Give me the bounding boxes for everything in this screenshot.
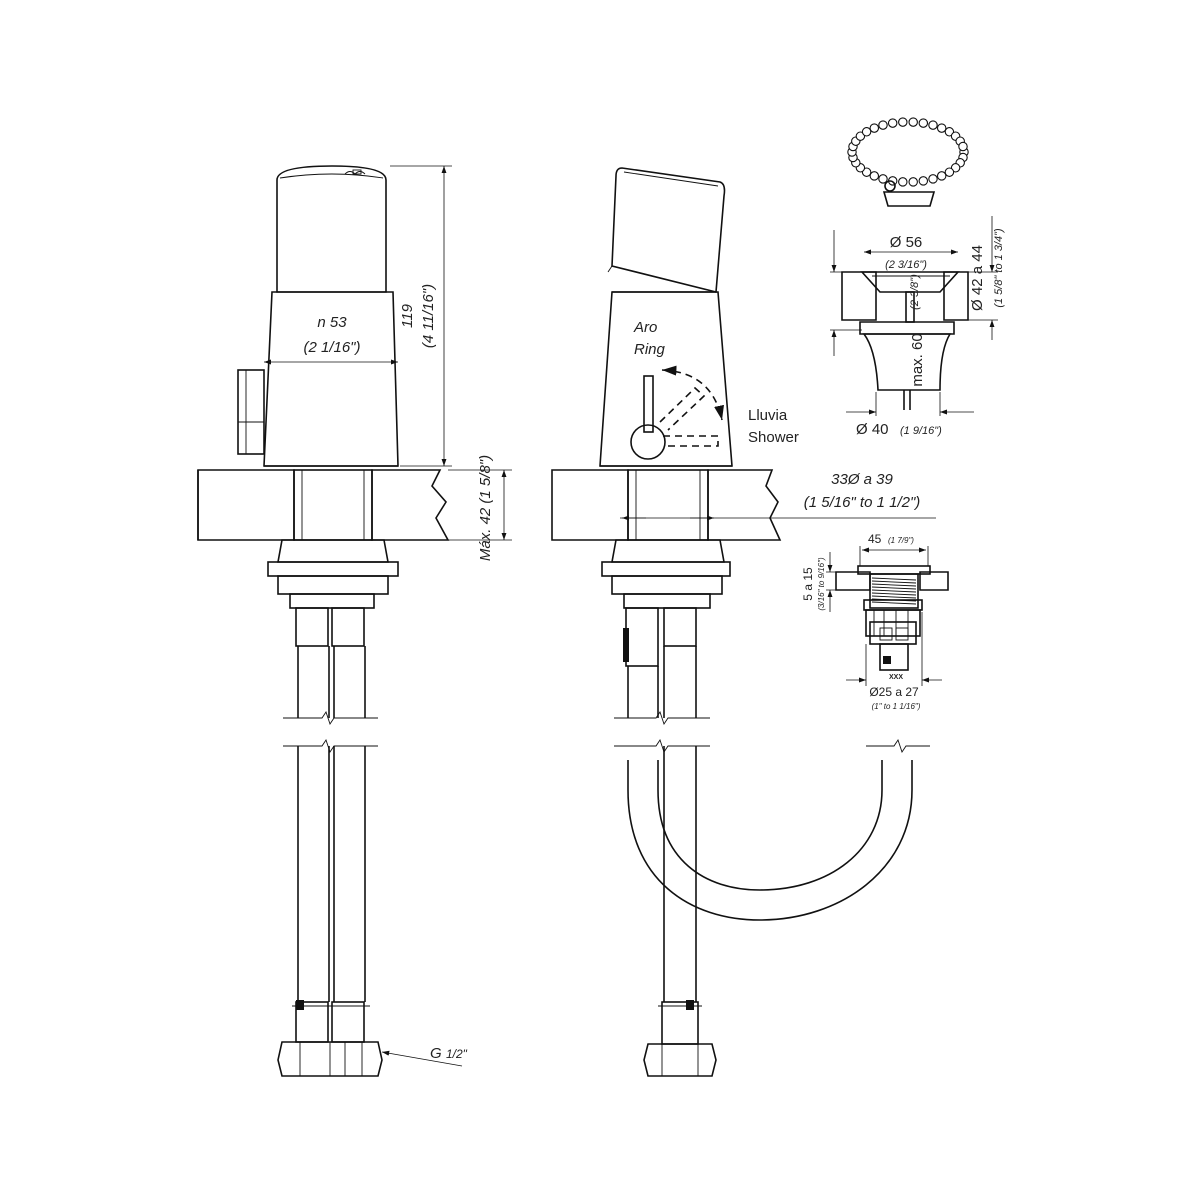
plug-max-depth-label: max. 60 [909,333,926,386]
front-connection-nuts [277,1041,383,1077]
popup-thickness-label-imperial: (3/16" to 9/16") [817,557,826,611]
front-max-thickness-label: Máx. 42 (1 5/8") [477,455,494,561]
chain-bead [958,141,968,152]
side-connection-nut [643,1043,717,1077]
side-view: Aro Ring Lluvia Shower 33Ø a 39 (1 5/16"… [551,167,936,1077]
plug-top-diameter-imperial: (2 3/16") [885,259,927,271]
chain-bead [869,171,880,181]
chain-bead [936,123,947,133]
front-height-label: 119 [399,303,416,328]
chain-bead [944,167,955,177]
chain-bead [928,120,938,130]
plug-stopper [882,191,936,207]
thread-line [871,580,917,584]
thread-line [871,592,917,596]
chain-bead [869,123,880,133]
front-cap [276,165,387,293]
side-shower-label-es: Lluvia [748,407,788,424]
thread-line [871,586,917,590]
chain-bead [878,174,888,184]
thread-line [871,589,917,593]
thread-line [871,577,917,581]
plug-bottom-diameter: Ø 40 [856,421,889,438]
chain-bead [898,117,908,127]
chain-bead [887,118,898,128]
side-head [611,167,726,294]
thread-line [871,583,917,587]
front-width-label: n 53 [317,314,347,331]
side-countertop [551,469,782,541]
side-body [599,291,733,467]
front-nut-assembly [267,539,399,609]
side-hole-label-imperial: (1 5/16" to 1 1/2") [804,494,921,511]
plug-chain [847,117,969,187]
front-lever [237,369,265,455]
front-shank [293,469,373,541]
thread-line [871,601,917,605]
chain-bead [908,117,918,127]
side-lever-positions [630,365,724,460]
pop-up-drain-detail: 45 (1 7/9") XXX 5 a 15 (3/16" to 9/16") [801,532,949,711]
popup-thickness-label: 5 a 15 [801,567,815,601]
chain-bead [918,118,929,128]
chain-bead [928,174,938,184]
front-width-label-imperial: (2 1/16") [303,339,360,356]
popup-hole-label-imperial: (1" to 1 1/16") [872,702,921,711]
front-view: n 53 (2 1/16") 119 (4 11/16") Máx. 42 (1… [197,165,512,1077]
popup-width-label-imperial: (1 7/9") [888,536,914,545]
front-height-label-imperial: (4 11/16") [420,284,437,348]
side-hoses [614,607,930,1045]
popup-part-code: XXX [889,674,903,681]
plug-flange-label: (2 3/8") [909,274,921,310]
popup-hole-label: Ø25 a 27 [869,685,919,699]
chain-bead [918,176,929,186]
plug-thickness-label-imperial: (1 5/8" to 1 3/4") [993,228,1005,308]
side-ring-label-en: Ring [634,341,666,358]
side-hole-label: 33Ø a 39 [831,471,893,488]
side-ring-label-es: Aro [633,319,657,336]
front-connection-fraction: 1/2" [446,1047,468,1061]
plug-drain-detail: Ø 56 (2 3/16") (2 3/8") Ø 42 a 44 (1 5/8… [830,117,1005,438]
plug-bottom-diameter-imperial: (1 9/16") [900,425,942,437]
front-connection-label: G [430,1045,442,1062]
chain-bead [908,177,918,187]
front-countertop [197,469,450,541]
side-nut-assembly [601,539,731,609]
chain-bead [936,171,947,181]
thread-line [871,595,917,599]
front-hoses [283,607,378,1043]
chain-bead [878,120,888,130]
chain-bead [861,127,872,137]
side-shank [627,469,709,541]
popup-width-label: 45 [868,532,882,546]
plug-thickness-label: Ø 42 a 44 [969,245,986,311]
plug-top-diameter: Ø 56 [890,234,923,251]
side-shower-label-en: Shower [748,429,799,446]
chain-bead [898,177,908,187]
